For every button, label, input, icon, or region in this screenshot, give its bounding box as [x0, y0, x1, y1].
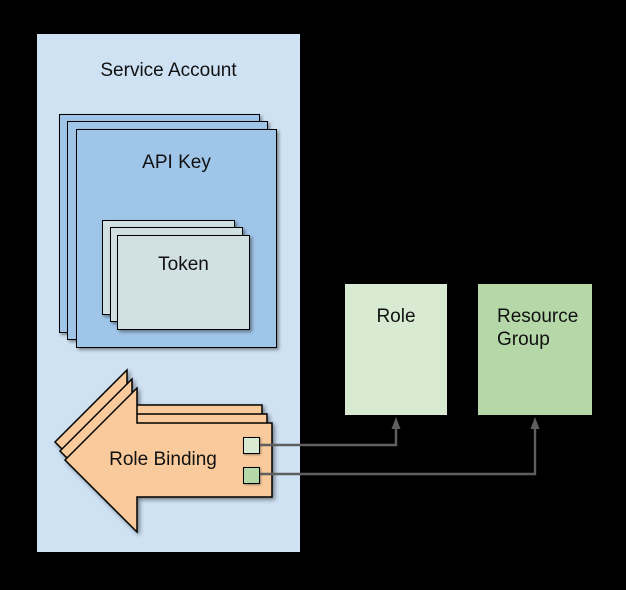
role-port [243, 437, 260, 454]
resource-group-port [243, 467, 260, 484]
role-label: Role [376, 306, 416, 327]
role-binding-label: Role Binding [109, 449, 217, 470]
resource-group-label: Resource Group [497, 306, 579, 350]
api-key-label: API Key [142, 152, 211, 173]
resource-group-box: Resource Group [477, 283, 593, 416]
token-label: Token [158, 254, 209, 275]
token-card: Token [117, 235, 250, 330]
service-account-label: Service Account [100, 60, 237, 81]
role-box: Role [344, 283, 448, 416]
